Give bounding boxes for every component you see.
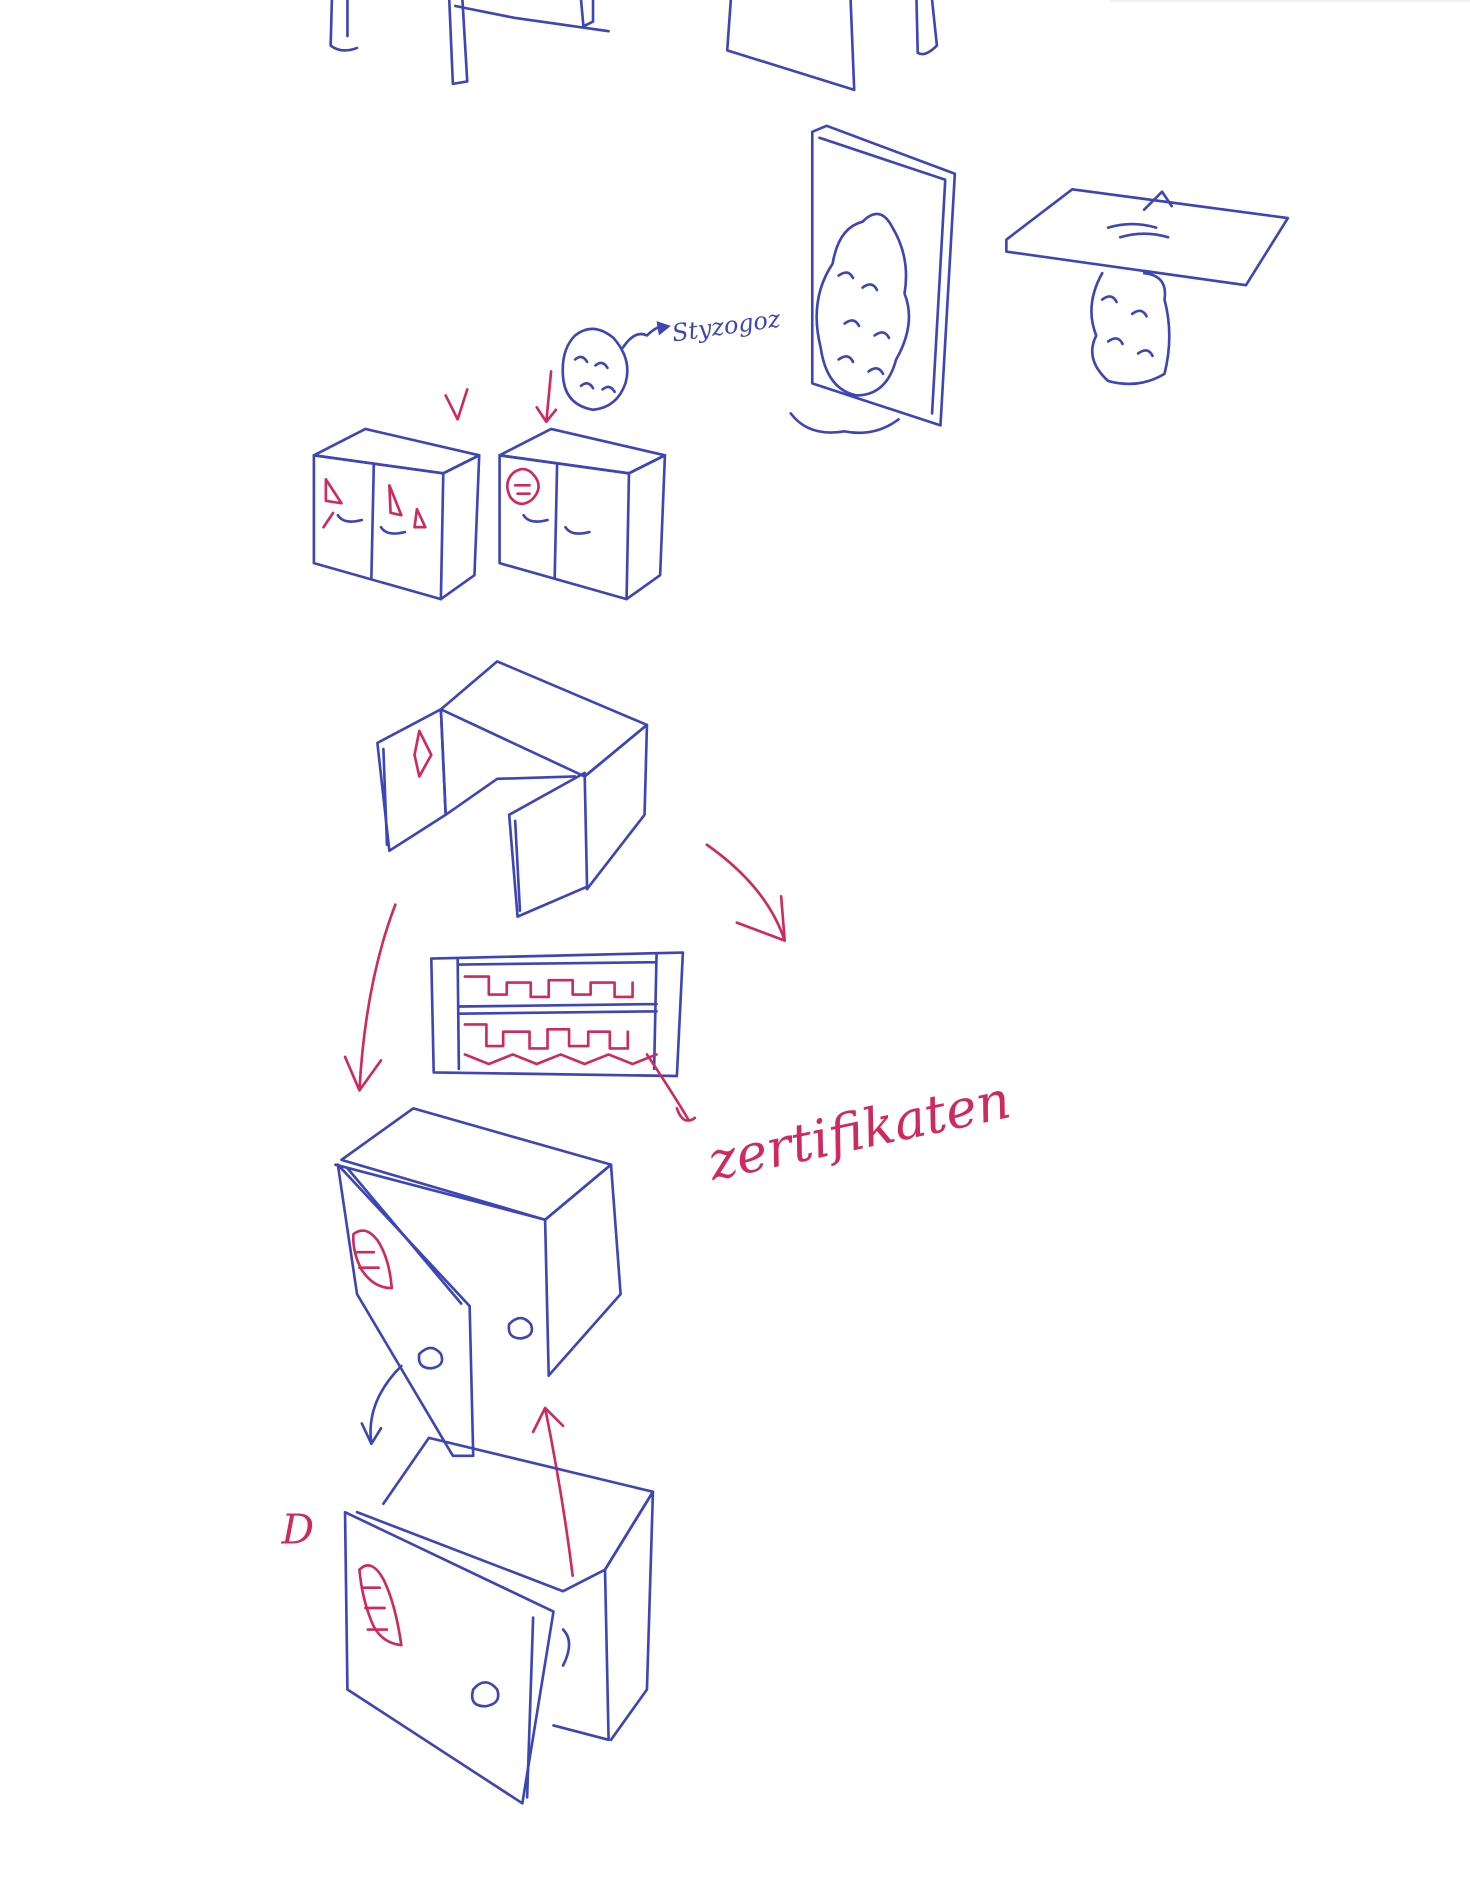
marker-annotation: D: [281, 1505, 315, 1553]
arrow-up-icon: [531, 1406, 574, 1577]
shelf-annotation: zertifikaten: [702, 1069, 1016, 1193]
small-blob-sketch: [561, 321, 671, 412]
table-legs-sketch: [329, 0, 939, 92]
cabinet-door-open-sketch: [334, 1107, 622, 1458]
cabinet-left-sketch: [312, 427, 481, 601]
check-mark: [444, 388, 469, 421]
shelf-board-sketch: [1005, 188, 1290, 386]
open-cabinet-sketch: [376, 660, 649, 918]
arrow-down-left-icon: [343, 903, 397, 1092]
arrow-right-down-icon: [705, 843, 787, 942]
blob-annotation: Styzogoz: [670, 304, 782, 347]
cabinet-bottom-sketch: [343, 1436, 655, 1805]
cabinet-right-sketch: [498, 427, 667, 601]
shelf-unit-sketch: [429, 951, 697, 1122]
arrow-down-icon: [535, 370, 558, 424]
tall-panel-sketch: [789, 124, 957, 435]
toolbar-shadow: [1110, 0, 1470, 4]
